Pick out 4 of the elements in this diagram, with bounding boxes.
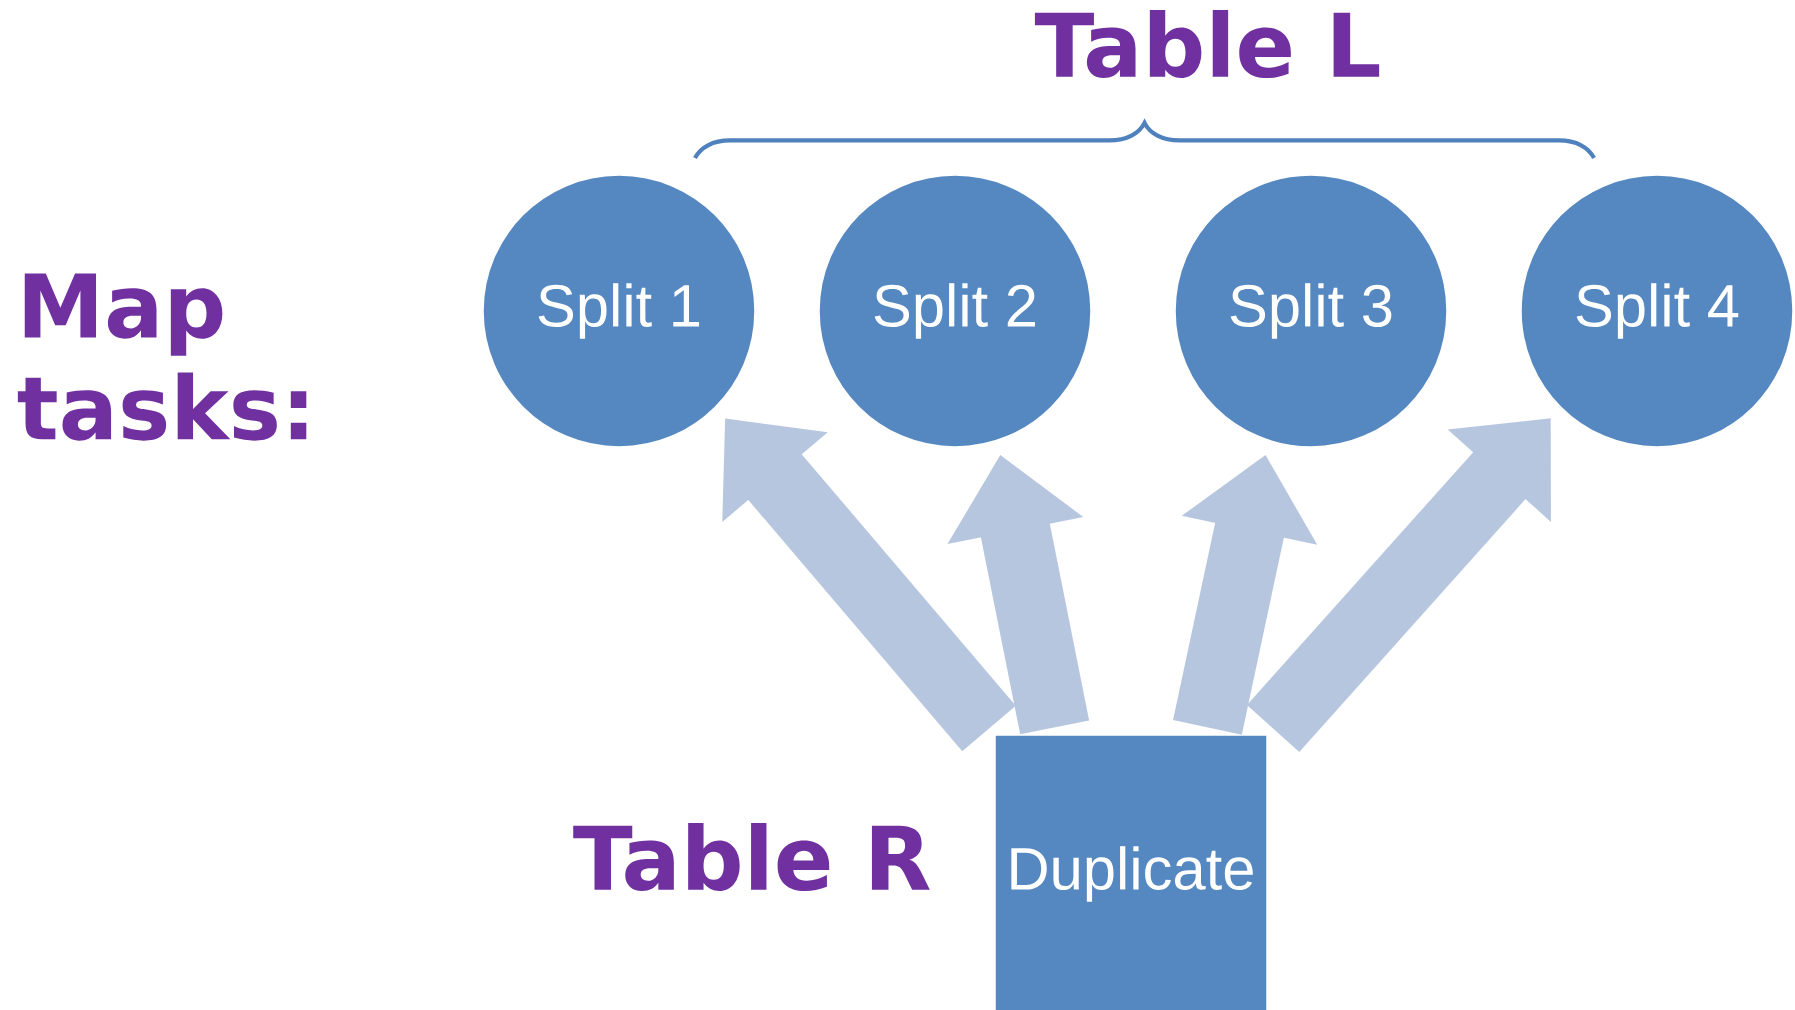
heading-label: Table R: [573, 823, 930, 891]
title: Table L: [1034, 10, 1380, 78]
heading-label: Map tasks:: [17, 273, 307, 441]
duplicate-box: Duplicate: [992, 732, 1270, 1010]
